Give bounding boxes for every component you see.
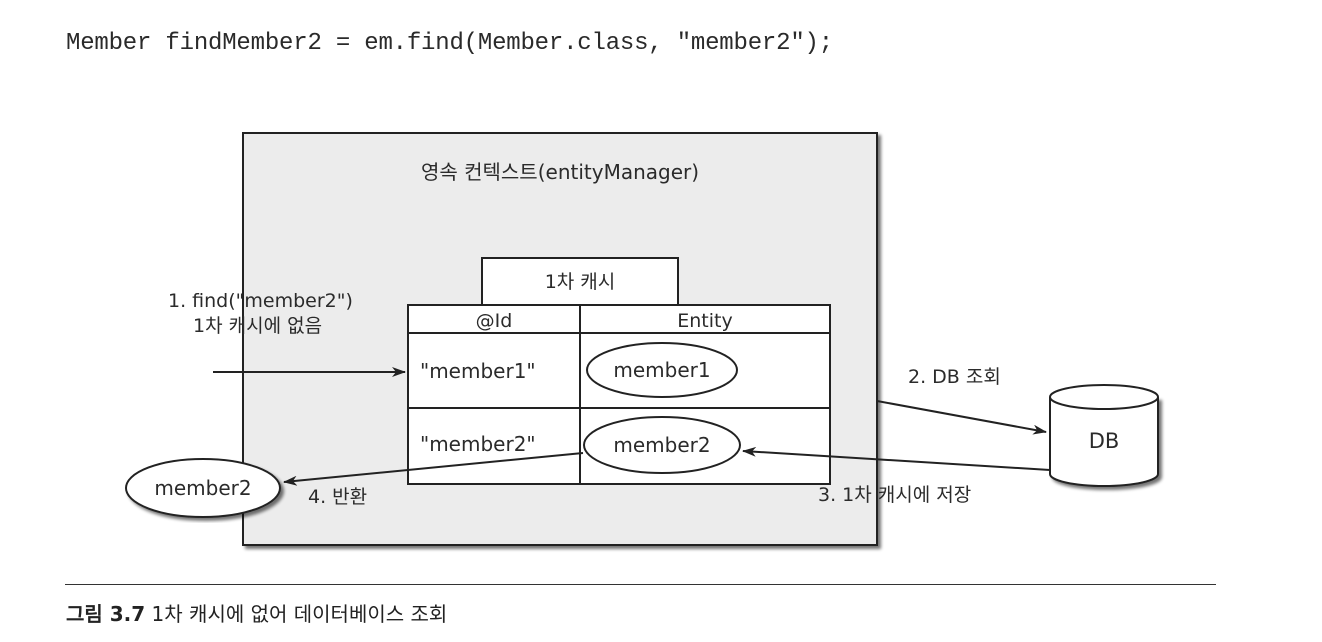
row-id-member2: "member2" xyxy=(420,432,536,456)
first-level-cache-label: 1차 캐시 xyxy=(545,271,616,293)
step3-store-arrow xyxy=(742,446,1051,471)
step2-label: 2. DB 조회 xyxy=(908,366,1001,388)
returned-member2-label: member2 xyxy=(154,476,251,500)
entity-member2-ellipse xyxy=(583,416,741,474)
step2-db-lookup-arrow xyxy=(876,400,1047,435)
step3-label: 3. 1차 캐시에 저장 xyxy=(818,484,971,506)
table-header-entity: Entity xyxy=(677,310,732,332)
figure-caption: 그림 3.7 1차 캐시에 없어 데이터베이스 조회 xyxy=(66,598,447,627)
database-label: DB xyxy=(1089,429,1120,453)
code-statement: Member findMember2 = em.find(Member.clas… xyxy=(66,30,833,57)
table-row: "member2" member2 xyxy=(420,416,741,474)
table-row: "member1" member1 xyxy=(420,342,738,398)
database-cylinder-icon xyxy=(1049,384,1159,487)
entity-member1-ellipse xyxy=(586,342,738,398)
persistence-context-title: 영속 컨텍스트(entityManager) xyxy=(421,160,699,184)
entity-member1-label: member1 xyxy=(613,358,710,382)
figure-caption-text: 1차 캐시에 없어 데이터베이스 조회 xyxy=(145,602,448,626)
row-id-member1: "member1" xyxy=(420,359,536,383)
caption-divider xyxy=(65,584,1216,585)
first-level-cache-tab xyxy=(481,257,679,306)
step4-label: 4. 반환 xyxy=(308,486,367,508)
cache-table: @Id Entity "member1" member1 "member2" m… xyxy=(407,304,831,485)
step1-label-line1: 1. find("member2") xyxy=(168,290,353,312)
returned-member2-ellipse xyxy=(125,458,281,518)
step4-return-arrow xyxy=(283,452,584,486)
figure-number: 그림 3.7 xyxy=(66,602,146,626)
entity-member2-label: member2 xyxy=(613,433,710,457)
table-header-id: @Id xyxy=(476,310,513,332)
step1-label-line2: 1차 캐시에 없음 xyxy=(193,315,322,337)
